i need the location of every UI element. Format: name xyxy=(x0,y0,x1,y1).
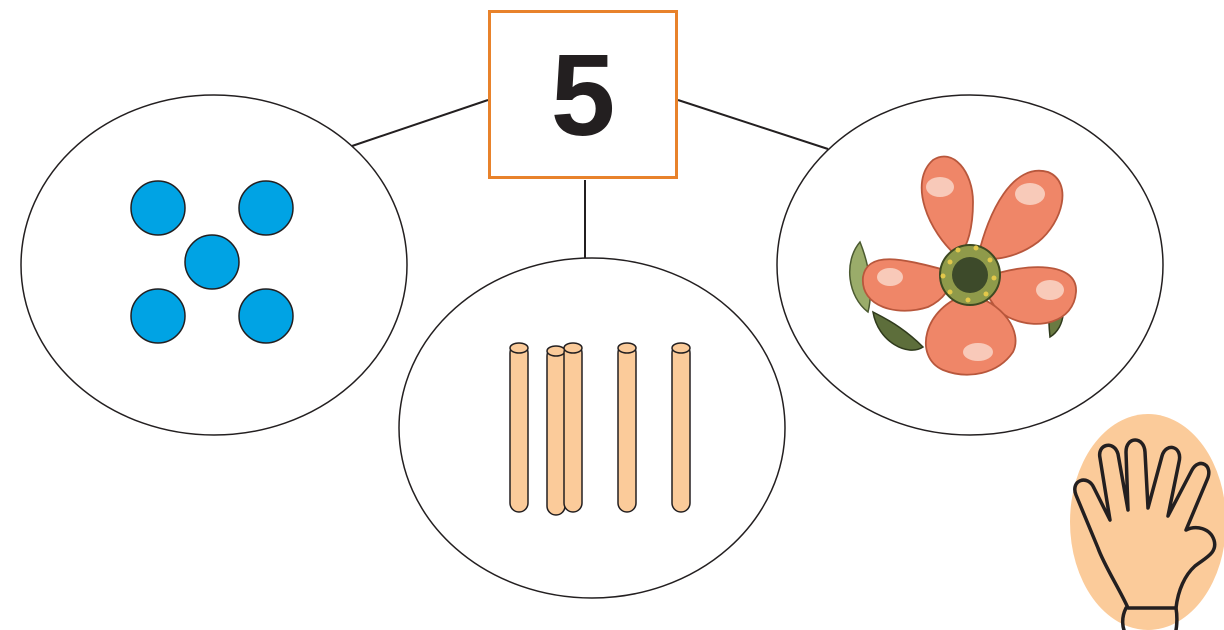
flower-highlight-2 xyxy=(1015,183,1045,205)
stick xyxy=(564,343,582,512)
stick xyxy=(672,343,690,512)
number-box: 5 xyxy=(488,10,678,179)
dots-group xyxy=(21,95,407,435)
connector-line-right xyxy=(678,100,828,149)
stick-cap xyxy=(510,343,528,353)
stamen xyxy=(974,246,979,251)
stick-body xyxy=(618,344,636,512)
flower-highlight-5 xyxy=(963,343,993,361)
dot xyxy=(239,181,293,235)
stamen xyxy=(956,248,961,253)
stick-body xyxy=(672,344,690,512)
stamen xyxy=(988,258,993,263)
sticks-group xyxy=(399,258,785,598)
stick-body xyxy=(564,344,582,512)
number-label: 5 xyxy=(551,37,616,153)
stick xyxy=(618,343,636,512)
connector-line-left xyxy=(352,100,488,146)
dot xyxy=(131,289,185,343)
stamen xyxy=(948,290,953,295)
hand-icon xyxy=(1070,414,1224,630)
hand-background xyxy=(1070,414,1224,630)
dot xyxy=(239,289,293,343)
flower-group xyxy=(777,95,1163,435)
flower-highlight-4 xyxy=(1036,280,1064,300)
stamen xyxy=(966,298,971,303)
stick-body xyxy=(547,347,565,515)
dot xyxy=(185,235,239,289)
stick xyxy=(510,343,528,512)
stick-cap xyxy=(547,346,565,356)
stick-cap xyxy=(564,343,582,353)
dot xyxy=(131,181,185,235)
stamen xyxy=(948,260,953,265)
stick xyxy=(547,346,565,515)
flower-highlight-3 xyxy=(877,268,903,286)
stick-cap xyxy=(672,343,690,353)
stamen xyxy=(941,274,946,279)
sticks-oval xyxy=(399,258,785,598)
stick-body xyxy=(510,344,528,512)
flower-center-inner xyxy=(952,257,988,293)
stamen xyxy=(992,276,997,281)
stick-cap xyxy=(618,343,636,353)
flower-highlight-1 xyxy=(926,177,954,197)
stamen xyxy=(984,292,989,297)
